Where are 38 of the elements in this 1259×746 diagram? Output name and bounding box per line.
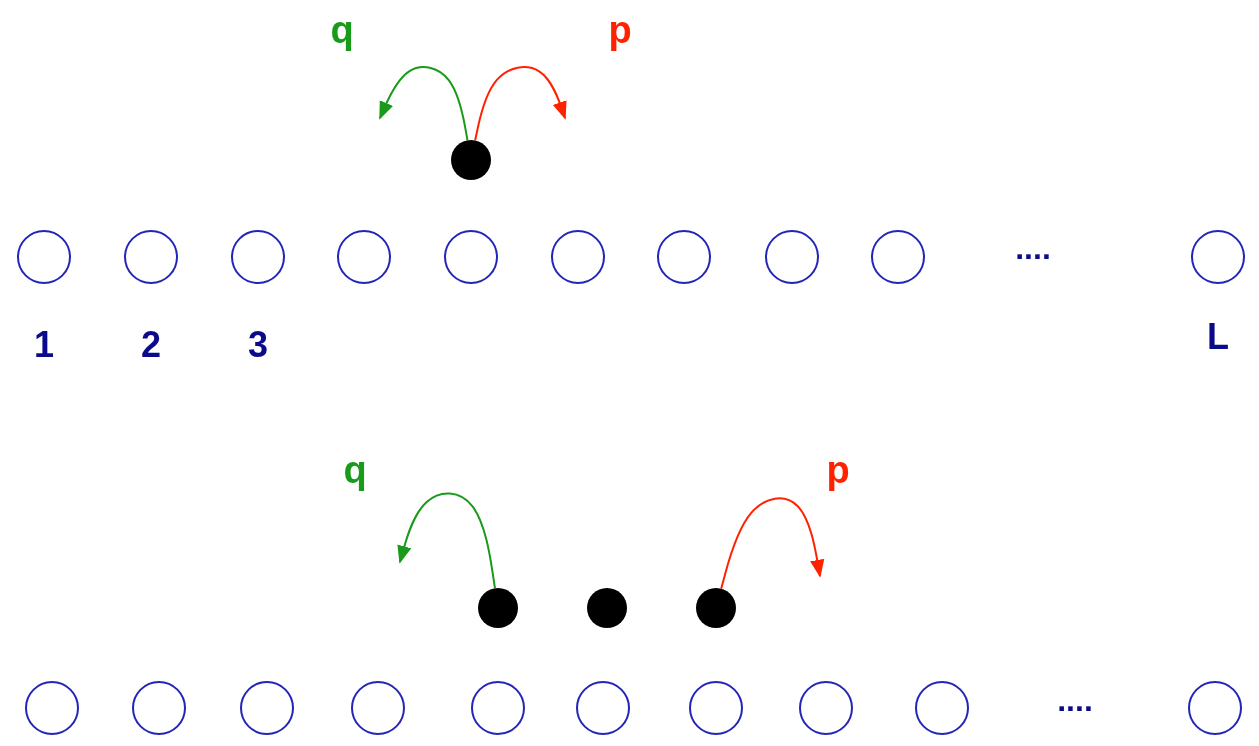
site-circle <box>799 681 853 735</box>
hop-arrow <box>474 66 567 142</box>
site-circle <box>471 681 525 735</box>
site-circle <box>240 681 294 735</box>
site-circle <box>915 681 969 735</box>
site-circle <box>231 230 285 284</box>
rate-label: q <box>330 11 354 49</box>
ellipsis-label: .... <box>1015 232 1051 264</box>
site-index-label: L <box>1207 319 1229 355</box>
particle-dot <box>451 140 491 180</box>
particle-dot <box>696 588 736 628</box>
site-circle <box>551 230 605 284</box>
site-circle <box>132 681 186 735</box>
hop-arrow <box>379 66 469 142</box>
hop-arrow <box>397 492 496 590</box>
site-circle <box>576 681 630 735</box>
site-circle <box>337 230 391 284</box>
ellipsis-label: .... <box>1057 684 1093 716</box>
site-circle <box>444 230 498 284</box>
rate-label: p <box>608 11 632 49</box>
site-circle <box>1191 230 1245 284</box>
site-index-label: 3 <box>248 327 268 363</box>
site-circle <box>689 681 743 735</box>
site-circle <box>657 230 711 284</box>
site-circle <box>25 681 79 735</box>
particle-dot <box>587 588 627 628</box>
site-index-label: 2 <box>141 327 161 363</box>
hop-arrow <box>720 497 825 590</box>
site-circle <box>1188 681 1242 735</box>
particle-dot <box>478 588 518 628</box>
rate-label: q <box>343 451 367 489</box>
site-circle <box>124 230 178 284</box>
site-circle <box>871 230 925 284</box>
site-circle <box>351 681 405 735</box>
site-index-label: 1 <box>34 327 54 363</box>
site-circle <box>17 230 71 284</box>
site-circle <box>765 230 819 284</box>
rate-label: p <box>826 451 850 489</box>
